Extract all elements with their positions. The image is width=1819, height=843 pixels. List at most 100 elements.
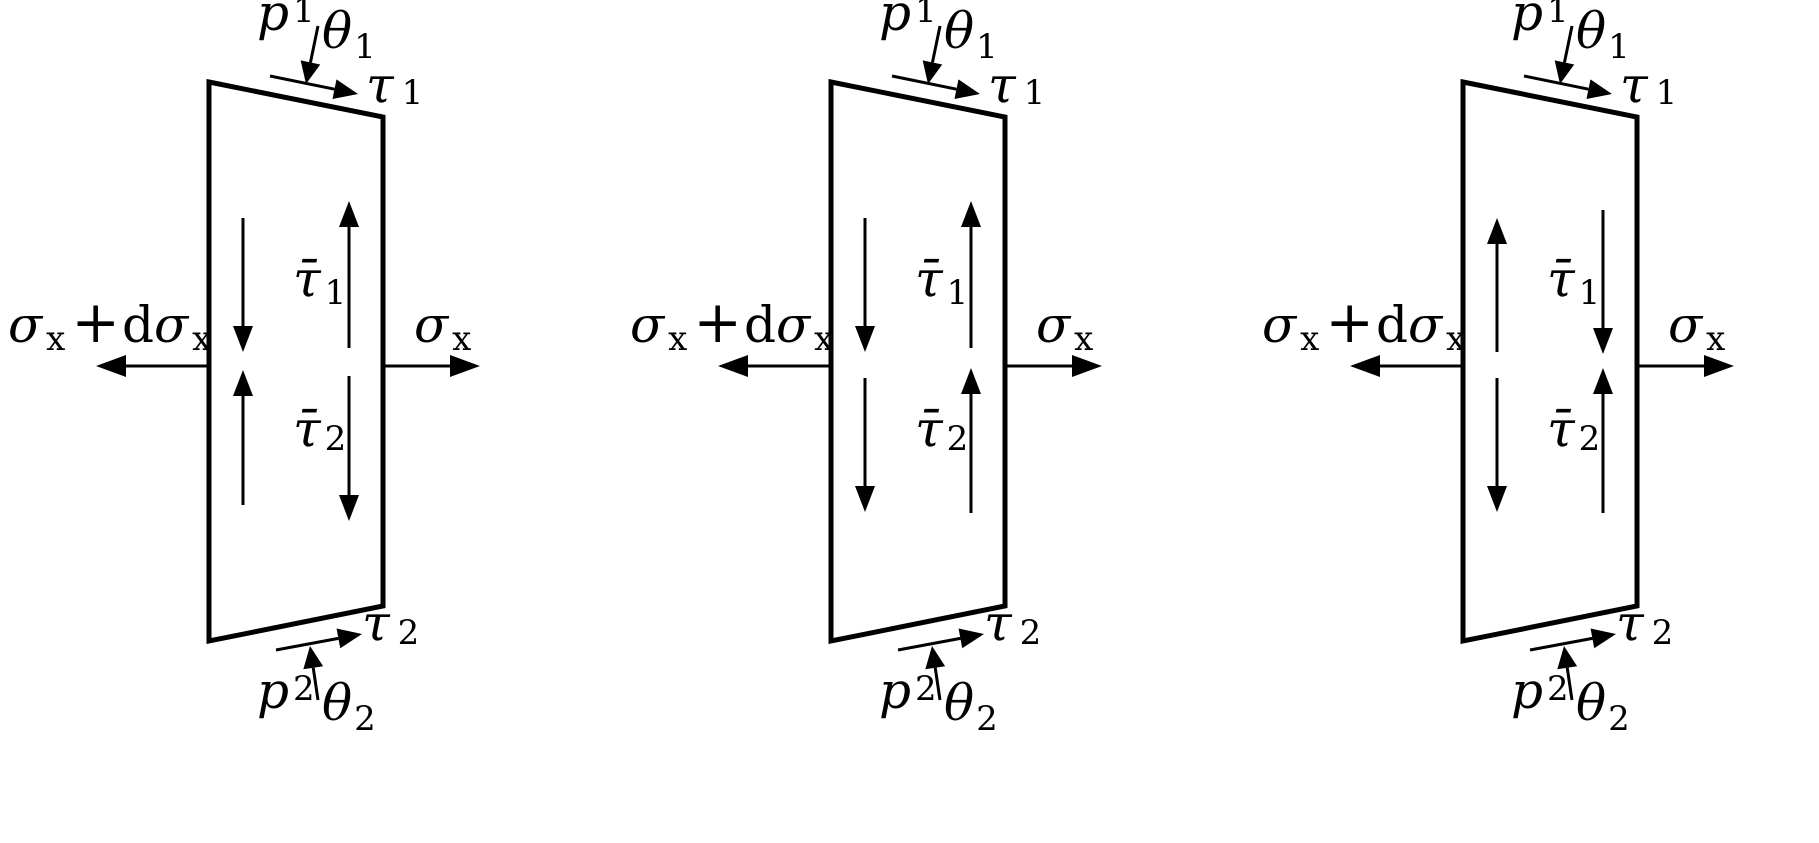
label-theta1: θ1: [1576, 2, 1630, 67]
label-taubar1-symbol: τ̄: [915, 250, 944, 308]
label-theta1: θ1: [322, 2, 376, 67]
label-taubar2: τ̄2: [915, 400, 968, 459]
element-outline: [206, 78, 386, 645]
plus-sign: +: [71, 288, 120, 356]
label-taubar1: τ̄1: [1547, 250, 1600, 313]
label-taubar2: τ̄2: [1547, 400, 1600, 459]
label-tau2-symbol: τ: [1616, 594, 1645, 652]
sigma-left-arrow: [96, 355, 209, 377]
label-taubar1-symbol: τ̄: [293, 250, 322, 308]
normal-pressure-p2-arrow: [925, 646, 946, 701]
sigma-left2-subscript: x: [1446, 319, 1465, 359]
label-taubar2-symbol: τ̄: [1547, 400, 1576, 458]
label-tau2-subscript: 2: [1020, 613, 1042, 653]
inner-right-lower-arrow: [1593, 368, 1613, 513]
plus-sign: +: [693, 288, 742, 356]
label-theta1-subscript: 1: [354, 27, 376, 67]
label-theta2: θ2: [322, 674, 376, 739]
inner-right-upper-arrow: [961, 201, 981, 348]
label-theta2-symbol: θ: [944, 674, 974, 732]
label-p1-symbol: p: [1511, 0, 1543, 42]
label-p1-symbol: p: [257, 0, 289, 42]
inner-right-lower-arrow: [961, 368, 981, 513]
differential-d: d: [1376, 296, 1408, 354]
label-p1-symbol: p: [879, 0, 911, 42]
label-theta2: θ2: [944, 674, 998, 739]
sigma-left2-subscript: x: [192, 319, 211, 359]
label-taubar2: τ̄2: [293, 400, 346, 459]
sigma-right-arrow: [1637, 355, 1734, 377]
label-p2-subscript: 2: [915, 669, 937, 709]
label-theta2-subscript: 2: [354, 699, 376, 739]
label-taubar1-subscript: 1: [1579, 273, 1601, 313]
sigma-left-arrow: [718, 355, 831, 377]
label-theta2: θ2: [1576, 674, 1630, 739]
shear-tau2-arrow: [1529, 628, 1616, 652]
label-theta1-subscript: 1: [976, 27, 998, 67]
label-tau1-symbol: τ: [1620, 56, 1649, 114]
shear-tau2-arrow: [897, 628, 984, 652]
element-outline: [828, 78, 1008, 645]
normal-pressure-p1-arrow: [300, 25, 321, 84]
label-theta2-subscript: 2: [1608, 699, 1630, 739]
plus-sign: +: [1325, 288, 1374, 356]
inner-left-upper-arrow: [1487, 218, 1507, 352]
label-taubar2-subscript: 2: [325, 419, 347, 459]
label-theta1-symbol: θ: [322, 2, 352, 60]
label-tau1-subscript: 1: [1656, 73, 1678, 113]
label-tau1-subscript: 1: [1024, 73, 1046, 113]
label-tau1-symbol: τ: [988, 56, 1017, 114]
label-theta1: θ1: [944, 2, 998, 67]
label-tau2-symbol: τ: [362, 594, 391, 652]
label-taubar1-subscript: 1: [947, 273, 969, 313]
inner-right-lower-arrow: [339, 376, 359, 521]
inner-right-upper-arrow: [339, 201, 359, 348]
label-sigma-right-symbol: σ: [414, 296, 450, 354]
sigma-left2-symbol: σ: [1408, 296, 1444, 354]
label-tau2-subscript: 2: [398, 613, 420, 653]
label-p2-symbol: p: [257, 662, 289, 720]
normal-pressure-p1-arrow: [922, 25, 943, 84]
label-p2-symbol: p: [1511, 662, 1543, 720]
normal-pressure-p2-arrow: [303, 646, 324, 701]
inner-left-lower-arrow: [855, 378, 875, 512]
sigma-left-symbol: σ: [1262, 296, 1298, 354]
shear-tau1-arrow: [1523, 74, 1612, 99]
sigma-right-arrow: [1005, 355, 1102, 377]
shear-tau2-arrow: [275, 628, 362, 652]
shear-tau1-arrow: [891, 74, 980, 99]
label-sigma-right-symbol: σ: [1036, 296, 1072, 354]
label-taubar1-symbol: τ̄: [1547, 250, 1576, 308]
sigma-left2-symbol: σ: [776, 296, 812, 354]
sigma-left2-subscript: x: [814, 319, 833, 359]
label-p1-subscript: 1: [1547, 0, 1569, 31]
sigma-left-arrow: [1350, 355, 1463, 377]
label-taubar2-symbol: τ̄: [915, 400, 944, 458]
sigma-left2-symbol: σ: [154, 296, 190, 354]
sigma-left-subscript: x: [668, 319, 687, 359]
differential-d: d: [122, 296, 154, 354]
label-tau2-subscript: 2: [1652, 613, 1674, 653]
label-p2-symbol: p: [879, 662, 911, 720]
label-taubar1: τ̄1: [915, 250, 968, 313]
label-theta2-subscript: 2: [976, 699, 998, 739]
normal-pressure-p2-arrow: [1557, 646, 1578, 701]
sigma-left-subscript: x: [1300, 319, 1319, 359]
